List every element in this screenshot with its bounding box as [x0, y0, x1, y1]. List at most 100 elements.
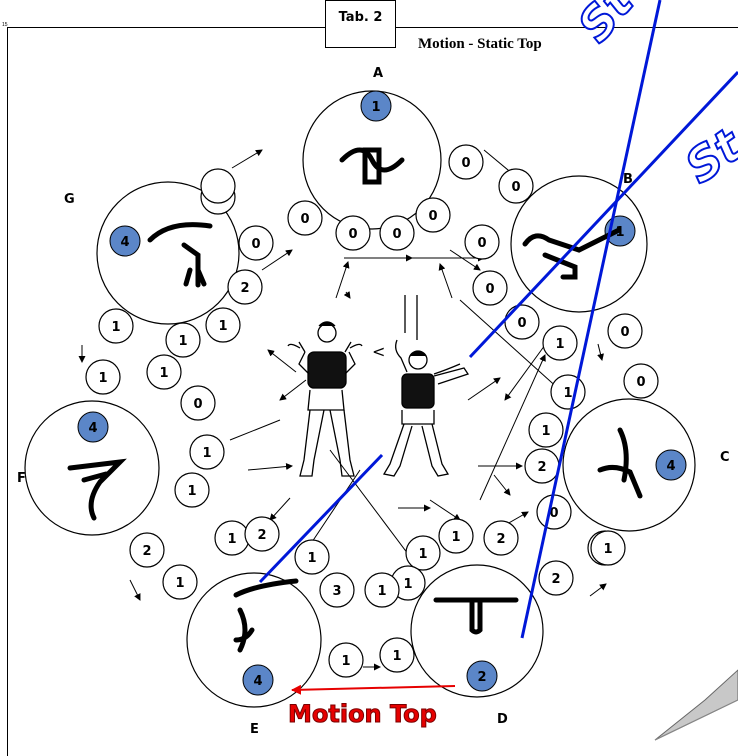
- score-value: 0: [485, 282, 494, 297]
- connector-arrow: [343, 291, 351, 299]
- gymnast-figure-f: [67, 458, 127, 521]
- score-circle: [590, 530, 626, 566]
- station-badge-number: 4: [253, 674, 262, 689]
- connector-arrow: [261, 249, 293, 271]
- station-badge-e: [242, 664, 274, 696]
- score-value: 1: [111, 320, 120, 335]
- score-value: 0: [348, 227, 357, 242]
- score-circle: [129, 532, 165, 568]
- score-value: 0: [511, 180, 520, 195]
- station-circle-c: [562, 398, 696, 532]
- score-value: 1: [307, 551, 316, 566]
- score-value: 1: [418, 547, 427, 562]
- connector-arrows: [78, 149, 607, 671]
- score-circle: [405, 535, 441, 571]
- score-value: 0: [251, 237, 260, 252]
- station-label-g: G: [64, 192, 75, 207]
- score-value: 0: [193, 397, 202, 412]
- score-circle: [438, 518, 474, 554]
- center-figure-left: [287, 321, 363, 477]
- score-circle: [227, 269, 263, 305]
- score-value: 0: [428, 209, 437, 224]
- connector-arrow: [279, 379, 307, 401]
- score-circle: [504, 304, 540, 340]
- station-badge-c: [655, 449, 687, 481]
- score-circle: [205, 307, 241, 343]
- score-value: 1: [541, 424, 550, 439]
- connector-arrow: [429, 499, 461, 521]
- score-value: 0: [300, 212, 309, 227]
- station-badge-a: [360, 90, 392, 122]
- tab-label-box: Tab. 2: [325, 0, 396, 48]
- score-circle: [98, 308, 134, 344]
- score-value: 1: [98, 371, 107, 386]
- connector-arrow: [504, 344, 546, 401]
- station-badge-g: [109, 225, 141, 257]
- station-label-f: F: [17, 471, 26, 486]
- score-value: 2: [142, 544, 151, 559]
- station-badge-number: 1: [615, 225, 624, 240]
- score-circle: [472, 270, 508, 306]
- station-circle-f: [24, 400, 160, 536]
- score-circle: [528, 412, 564, 448]
- station-label-b: B: [623, 172, 633, 187]
- score-value: 2: [496, 532, 505, 547]
- less-than-symbol: <: [372, 342, 385, 361]
- connector-arrow: [335, 261, 350, 299]
- score-value: 0: [549, 506, 558, 521]
- diagram-title: Motion - Static Top: [418, 36, 542, 52]
- score-value: 1: [175, 576, 184, 591]
- station-badge-number: 2: [477, 670, 486, 685]
- connector-arrow: [589, 583, 607, 597]
- score-value: 1: [563, 386, 572, 401]
- connector-arrow: [231, 149, 263, 169]
- blue-guide-lines: [258, 0, 738, 639]
- connector-arrow: [597, 343, 604, 361]
- score-circle: [538, 560, 574, 596]
- station-badge-number: 4: [120, 235, 129, 250]
- score-value: 1: [159, 366, 168, 381]
- connector-line: [459, 299, 561, 391]
- score-value: 3: [332, 584, 341, 599]
- motion-top-label: Motion Top: [288, 700, 438, 729]
- page-curl-icon: [650, 660, 738, 756]
- connector-arrow: [479, 354, 546, 501]
- score-circle: [174, 472, 210, 508]
- connector-line: [329, 449, 421, 571]
- gymnast-figure-d: [433, 597, 519, 635]
- connector-arrow: [449, 249, 481, 271]
- connector-arrow: [129, 579, 141, 601]
- station-badge-number: 4: [88, 421, 97, 436]
- score-circle: [379, 215, 415, 251]
- score-value: 1: [403, 577, 412, 592]
- score-circle: [379, 637, 415, 673]
- score-value: 1: [555, 337, 564, 352]
- score-value: 0: [461, 156, 470, 171]
- score-value: 1: [451, 530, 460, 545]
- score-circle: [287, 200, 323, 236]
- page-number: 15: [2, 22, 8, 28]
- gymnast-figure-c: [597, 427, 643, 499]
- connector-arrow: [269, 497, 291, 521]
- score-circle: [364, 572, 400, 608]
- connector-arrow: [493, 474, 511, 496]
- connector-arrow: [247, 463, 293, 471]
- score-value: 2: [551, 572, 560, 587]
- score-value: 1: [178, 334, 187, 349]
- score-circle: [146, 354, 182, 390]
- gymnast-figures: [67, 147, 643, 653]
- score-circle: [464, 224, 500, 260]
- score-value: 1: [227, 532, 236, 547]
- score-value: 1: [392, 649, 401, 664]
- score-value: 2: [240, 281, 249, 296]
- score-circle: [335, 215, 371, 251]
- score-circle: [85, 359, 121, 395]
- score-value: 0: [517, 316, 526, 331]
- gymnast-figure-a: [339, 147, 405, 185]
- gymnast-figure-g: [147, 222, 213, 288]
- station-badge-f: [77, 411, 109, 443]
- score-circle: [162, 564, 198, 600]
- connector-arrow: [467, 377, 501, 401]
